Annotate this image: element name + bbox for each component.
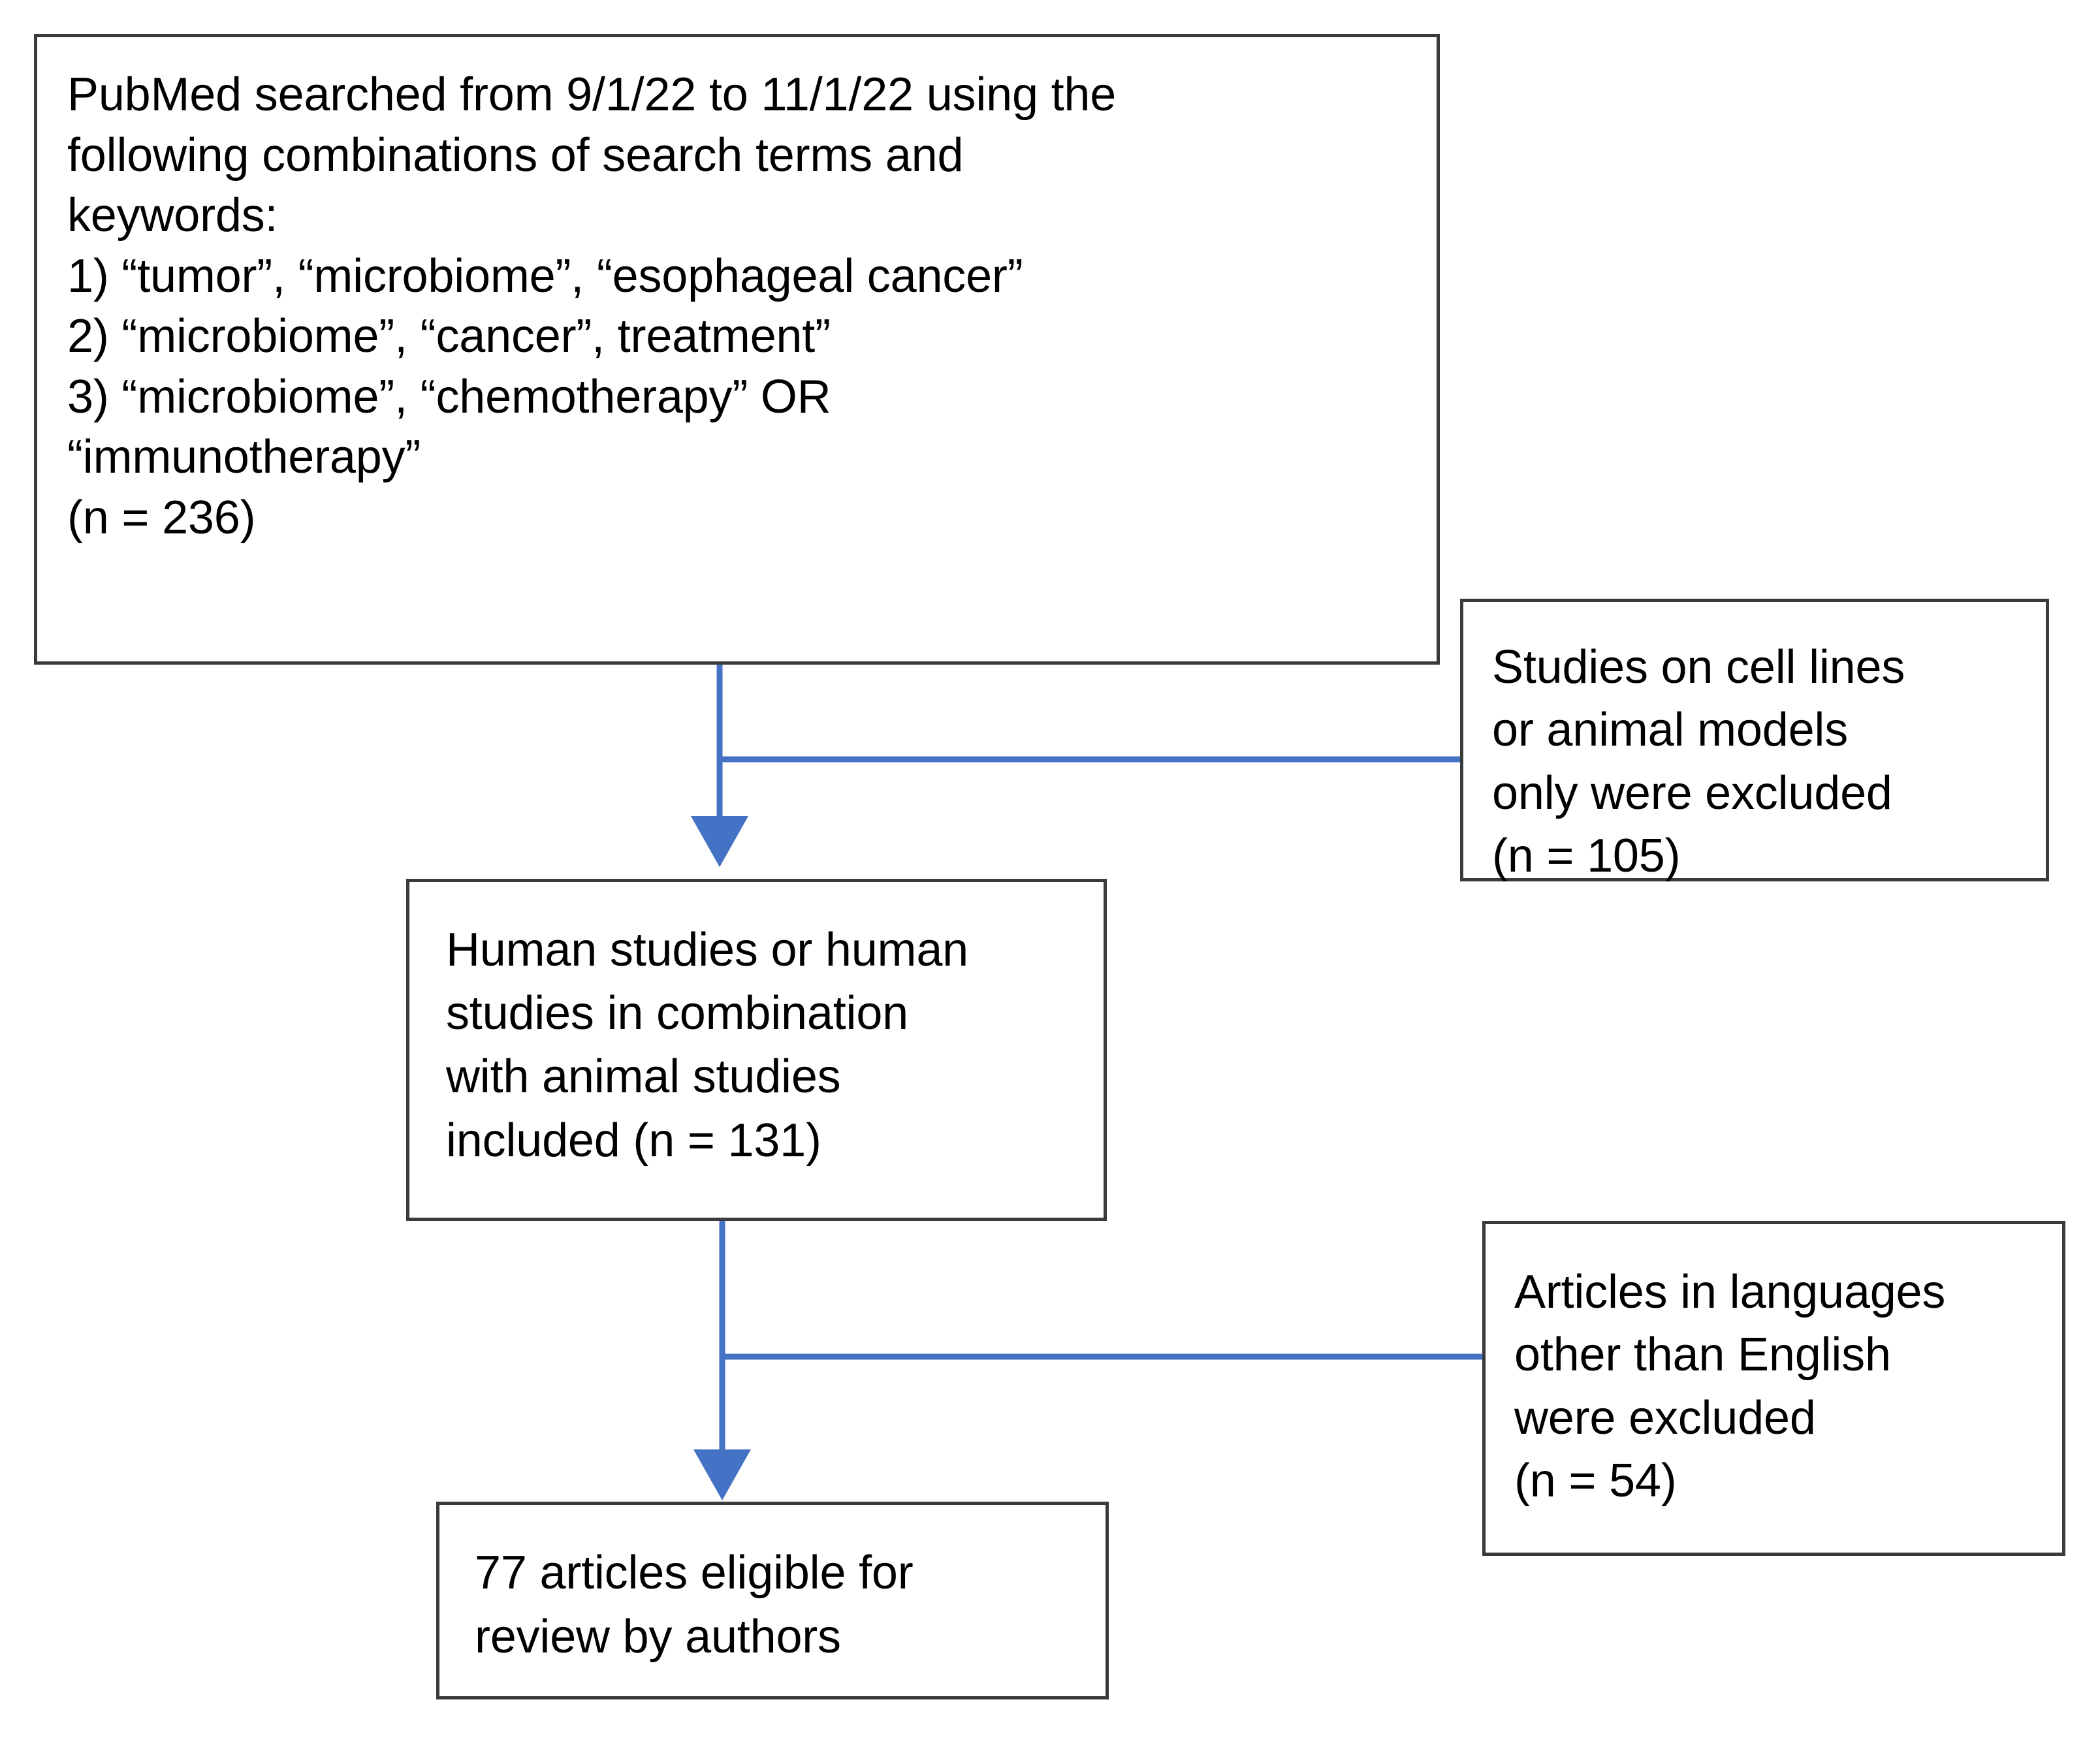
- node-human-studies-included-text: Human studies or human studies in combin…: [446, 924, 969, 1167]
- node-articles-eligible: 77 articles eligible for review by autho…: [436, 1502, 1109, 1699]
- node-search-strategy-text: PubMed searched from 9/1/22 to 11/1/22 u…: [67, 69, 1117, 544]
- node-articles-eligible-text: 77 articles eligible for review by autho…: [475, 1547, 914, 1663]
- node-exclusion-cell-lines: Studies on cell lines or animal models o…: [1460, 599, 2049, 882]
- connector-search-to-human-studies: [691, 665, 748, 867]
- arrow-head-2: [693, 1449, 751, 1500]
- node-human-studies-included: Human studies or human studies in combin…: [406, 879, 1107, 1221]
- node-exclusion-cell-lines-text: Studies on cell lines or animal models o…: [1492, 641, 1905, 883]
- arrow-head-1: [691, 816, 748, 867]
- node-exclusion-non-english-text: Articles in languages other than English…: [1514, 1266, 1946, 1508]
- node-search-strategy: PubMed searched from 9/1/22 to 11/1/22 u…: [34, 34, 1440, 665]
- node-exclusion-non-english: Articles in languages other than English…: [1482, 1221, 2065, 1556]
- connector-human-studies-to-eligible: [693, 1221, 751, 1500]
